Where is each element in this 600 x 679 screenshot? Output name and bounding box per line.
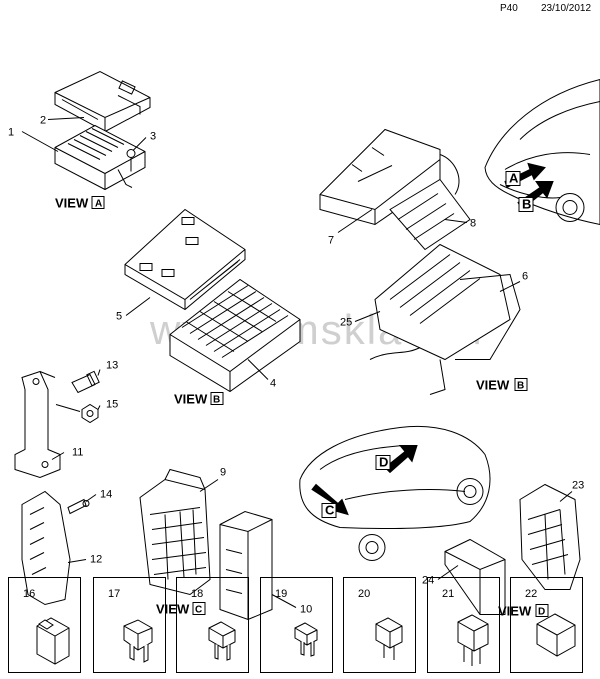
underhood-fuse-assembly	[319, 128, 521, 395]
fuse-block-item-23	[519, 483, 581, 590]
micro-fuse-icon	[294, 622, 318, 657]
callout-8: 8	[470, 218, 476, 230]
part-number-16: 16	[23, 588, 36, 600]
view-arrows-a-b	[504, 162, 554, 212]
car-front-view-a-b	[484, 78, 600, 226]
part-box-16: 16	[8, 577, 81, 673]
mini-fuse-icon	[208, 621, 236, 661]
nut-item-15	[81, 403, 99, 424]
view-b-label: VIEW	[174, 392, 208, 407]
callout-2: 2	[40, 115, 46, 127]
view-a-letter: A	[95, 199, 102, 210]
view-c-label: VIEW	[156, 602, 190, 617]
part-box-21: 21	[427, 577, 500, 673]
view-b-letter: B	[213, 395, 220, 406]
callout-6: 6	[522, 271, 528, 283]
maxi-fuse-icon	[36, 617, 70, 665]
arrow-letter-d: D	[379, 455, 388, 470]
view-d-letter: D	[538, 607, 545, 618]
view-c-letter: C	[195, 605, 202, 616]
part-box-22: 22	[510, 577, 583, 673]
callout-1: 1	[8, 127, 14, 139]
callout-7: 7	[328, 235, 334, 247]
callout-23: 23	[572, 480, 584, 492]
part-number-21: 21	[442, 588, 455, 600]
standard-relay-icon	[536, 613, 576, 657]
callout-12: 12	[90, 554, 102, 566]
callout-10: 10	[300, 604, 312, 616]
bracket-item-11	[14, 370, 61, 479]
fuse-box-base	[54, 124, 146, 191]
view-b2-label: VIEW	[476, 378, 510, 393]
part-number-22: 22	[525, 588, 538, 600]
fuse-panel-view-b	[169, 278, 301, 393]
screw-item-14	[67, 498, 90, 515]
page-code: P40	[500, 3, 518, 14]
view-b2-letter: B	[517, 381, 524, 392]
fuse-block-item-9	[139, 468, 211, 596]
callout-25: 25	[340, 317, 352, 329]
part-box-19: 19	[260, 577, 333, 673]
part-number-20: 20	[358, 588, 371, 600]
screw-item-3	[126, 149, 136, 172]
car-rear-view-c-d	[299, 425, 491, 561]
callout-11: 11	[72, 447, 83, 459]
callout-15: 15	[106, 399, 118, 411]
part-box-17: 17	[93, 577, 166, 673]
cover-item-12	[21, 490, 71, 606]
part-box-18: 18	[176, 577, 249, 673]
relay-housing-cover	[124, 208, 246, 311]
bolt-item-13	[71, 370, 100, 394]
callout-4: 4	[270, 378, 276, 390]
view-label-boxes	[91, 196, 549, 617]
part-number-17: 17	[108, 588, 121, 600]
part-box-20: 20	[343, 577, 416, 673]
page-date: 23/10/2012	[541, 3, 592, 14]
callout-5: 5	[116, 311, 122, 323]
micro-relay-icon	[375, 617, 403, 660]
blade-fuse-icon	[123, 619, 153, 663]
callout-14: 14	[100, 489, 112, 501]
callout-3: 3	[150, 131, 156, 143]
view-d-label: VIEW	[498, 604, 532, 619]
part-number-18: 18	[191, 588, 204, 600]
part-number-19: 19	[275, 588, 288, 600]
view-a-label: VIEW	[55, 196, 89, 211]
arrow-letter-c: C	[325, 503, 335, 518]
fuse-box-lid	[54, 70, 151, 133]
mini-relay-icon	[457, 614, 489, 666]
arrow-letter-a: A	[509, 171, 519, 186]
arrow-letter-b: B	[522, 197, 531, 212]
view-arrows-c-d	[311, 445, 418, 518]
callout-9: 9	[220, 467, 226, 479]
callout-13: 13	[106, 360, 118, 372]
